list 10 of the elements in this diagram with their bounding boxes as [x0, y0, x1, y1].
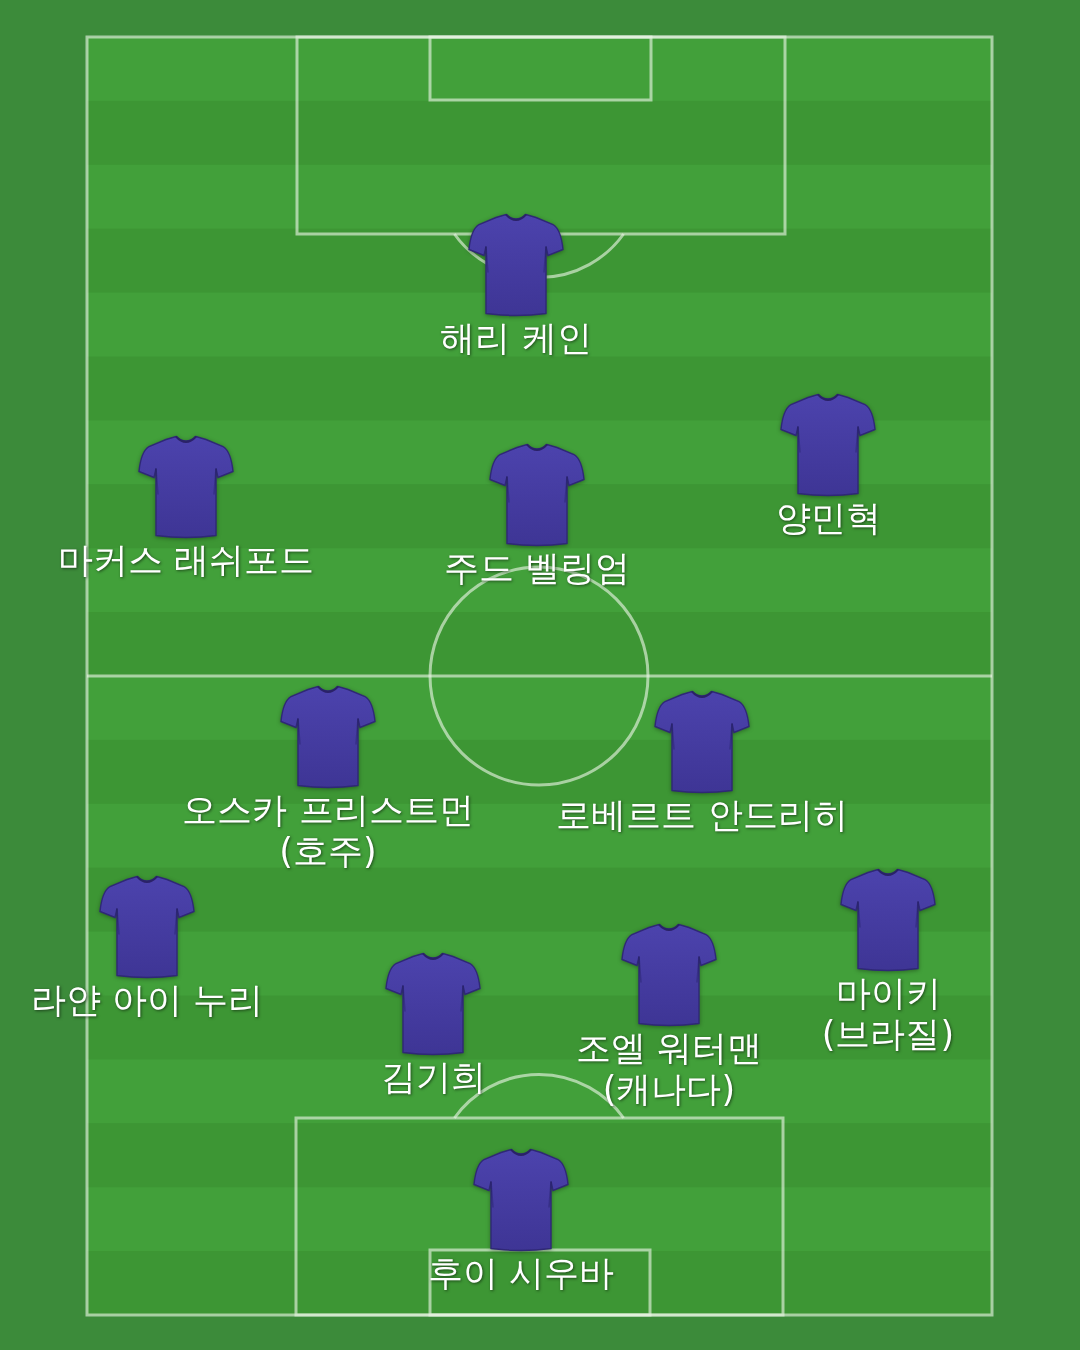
player-name: 양민혁: [775, 498, 881, 539]
player-name: 김기희: [380, 1057, 486, 1098]
player-name: 마커스 래쉬포드: [57, 540, 315, 581]
player-name: 조엘 워터맨 (캐나다): [574, 1028, 764, 1110]
player-name: 해리 케인: [440, 318, 592, 359]
player-name: 로베르트 안드리히: [556, 795, 848, 836]
player-name: 오스카 프리스트먼 (호주): [181, 790, 475, 872]
player-name: 주드 벨링엄: [443, 548, 631, 589]
player-name: 후이 시우바: [427, 1253, 615, 1294]
player-name: 마이키 (브라질): [820, 973, 956, 1055]
